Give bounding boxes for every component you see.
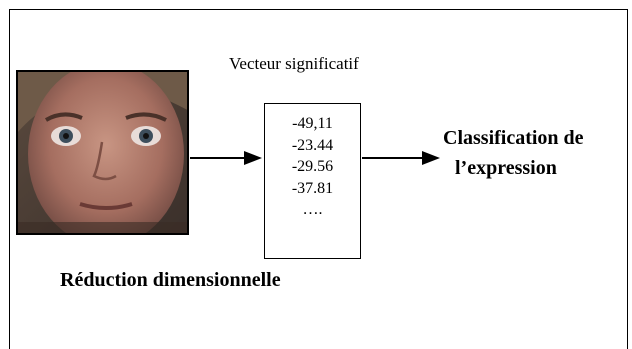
diagram-frame — [9, 9, 628, 349]
vector-value: -29.56 — [291, 158, 334, 175]
classification-line-1: Classification de — [443, 127, 584, 149]
arrow-face-to-vector — [190, 151, 262, 165]
vector-value: -49,11 — [292, 115, 333, 132]
vector-value: …. — [302, 201, 323, 218]
classification-line-2: l’expression — [455, 157, 557, 179]
vector-value: -37.81 — [291, 179, 334, 197]
vector-caption: Vecteur significatif — [229, 54, 359, 73]
face-image — [18, 72, 187, 233]
reduction-label: Réduction dimensionnelle — [60, 269, 281, 291]
vector-value: -23.44 — [291, 136, 334, 154]
classification-label: Classification de l’expression — [443, 123, 584, 183]
vector-box: -49,11 -23.44 -29.56 -37.81 …. — [264, 103, 361, 259]
arrow-vector-to-classification — [362, 151, 440, 165]
face-photo — [16, 70, 189, 235]
arrows-layer — [190, 151, 440, 165]
